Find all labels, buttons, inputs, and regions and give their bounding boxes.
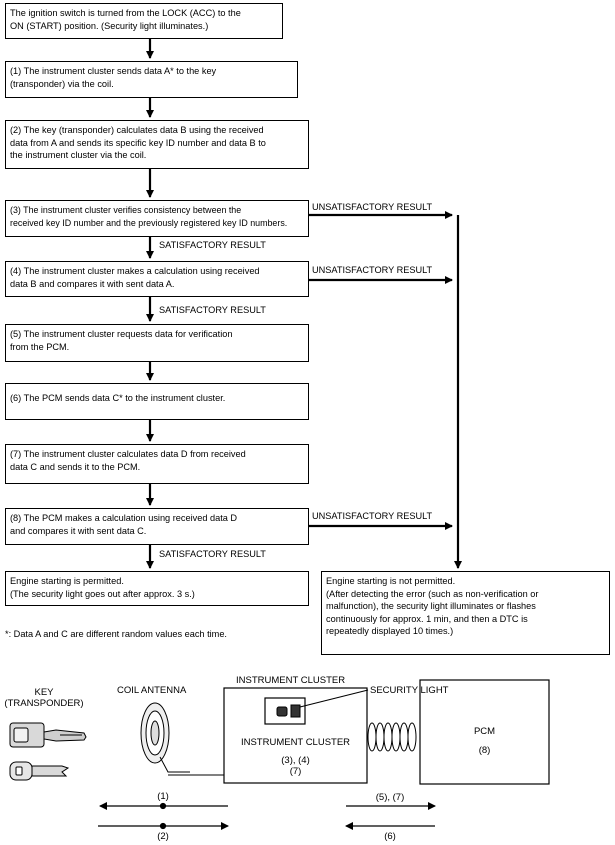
step-2-box: (2) The key (transponder) calculates dat… (5, 120, 309, 169)
step-1-text: (transponder) via the coil. (10, 78, 114, 89)
engine-not-permitted-text: malfunction), the security light illumin… (326, 601, 536, 611)
step-1-box: (1) The instrument cluster sends data A*… (5, 61, 298, 98)
step-4-text: (4) The instrument cluster makes a calcu… (10, 266, 260, 276)
step-4-text: data B and compares it with sent data A. (10, 278, 175, 289)
engine-permitted-box: Engine starting is permitted. (The secur… (5, 571, 309, 606)
cluster-steps: (3), (4) (7) (224, 755, 367, 777)
key-label-line: (TRANSPONDER) (4, 698, 84, 709)
step-4-box: (4) The instrument cluster makes a calcu… (5, 261, 309, 297)
arrow-1-label: (1) (157, 791, 169, 802)
footnote: *: Data A and C are different random val… (5, 629, 227, 639)
cluster-steps-line: (3), (4) (281, 755, 310, 766)
step-3-text: (3) The instrument cluster verifies cons… (10, 205, 242, 215)
transponder-key-illustration (9, 761, 70, 781)
security-light-icon (276, 704, 301, 718)
arrow-57-label: (5), (7) (375, 792, 405, 803)
cluster-top-label: INSTRUMENT CLUSTER (236, 675, 346, 686)
engine-not-permitted-text: repeatedly displayed 10 times.) (326, 626, 454, 636)
arrow-6-label: (6) (384, 831, 396, 842)
cluster-inner-label: INSTRUMENT CLUSTER (240, 737, 351, 748)
step-3-box: (3) The instrument cluster verifies cons… (5, 200, 309, 237)
engine-not-permitted-text: Engine starting is not permitted. (326, 576, 456, 586)
step-7-text: (7) The instrument cluster calculates da… (10, 449, 246, 459)
engine-not-permitted-text: continuously for approx. 1 min, and then… (326, 613, 528, 624)
step-6-box: (6) The PCM sends data C* to the instrum… (5, 383, 309, 420)
step-7-text: data C and sends it to the PCM. (10, 461, 141, 472)
cluster-box-shape (223, 687, 368, 784)
security-light-leader (299, 689, 369, 708)
step-7-box: (7) The instrument cluster calculates da… (5, 444, 309, 484)
arrow-1-dot (159, 802, 167, 810)
step-3-text: received key ID number and the previousl… (10, 217, 288, 228)
satisfactory-label-8: SATISFACTORY RESULT (159, 549, 266, 559)
arrow-2-dot (159, 822, 167, 830)
engine-not-permitted-text: (After detecting the error (such as non-… (326, 588, 539, 599)
pcm-step: (8) (478, 745, 491, 756)
step-1-text: (1) The instrument cluster sends data A*… (10, 66, 217, 76)
security-light-label: SECURITY LIGHT (370, 685, 449, 696)
engine-not-permitted-box: Engine starting is not permitted. (After… (321, 571, 610, 655)
cluster-steps-line: (7) (289, 766, 302, 777)
satisfactory-label-4: SATISFACTORY RESULT (159, 305, 266, 315)
step-6-text: (6) The PCM sends data C* to the instrum… (10, 393, 226, 403)
key-label-line: KEY (34, 687, 54, 698)
step-8-text: (8) The PCM makes a calculation using re… (10, 513, 238, 523)
key-label: KEY (TRANSPONDER) (4, 687, 84, 709)
start-box: The ignition switch is turned from the L… (5, 3, 283, 39)
step-2-text: the instrument cluster via the coil. (10, 150, 147, 160)
start-text: The ignition switch is turned from the L… (10, 8, 241, 18)
step-5-text: (5) The instrument cluster requests data… (10, 329, 233, 339)
engine-permitted-text: (The security light goes out after appro… (10, 588, 195, 599)
step-2-text: (2) The key (transponder) calculates dat… (10, 125, 264, 135)
unsatisfactory-label-3: UNSATISFACTORY RESULT (312, 202, 433, 212)
step-5-box: (5) The instrument cluster requests data… (5, 324, 309, 362)
engine-permitted-text: Engine starting is permitted. (10, 576, 124, 586)
pcm-box-shape (419, 679, 550, 785)
coil-antenna-illustration (140, 702, 224, 776)
key-illustration (9, 722, 87, 748)
step-2-text: data from A and sends its specific key I… (10, 137, 266, 148)
pcm-label: PCM (473, 726, 496, 737)
start-text: ON (START) position. (Security light ill… (10, 20, 209, 31)
satisfactory-label-3: SATISFACTORY RESULT (159, 240, 266, 250)
step-8-box: (8) The PCM makes a calculation using re… (5, 508, 309, 545)
step-8-text: and compares it with sent data C. (10, 525, 147, 536)
cluster-pcm-harness (367, 722, 417, 752)
step-5-text: from the PCM. (10, 341, 70, 352)
unsatisfactory-label-8: UNSATISFACTORY RESULT (312, 511, 433, 521)
arrow-2-label: (2) (157, 831, 169, 842)
coil-antenna-label: COIL ANTENNA (117, 685, 187, 696)
unsatisfactory-label-4: UNSATISFACTORY RESULT (312, 265, 433, 275)
